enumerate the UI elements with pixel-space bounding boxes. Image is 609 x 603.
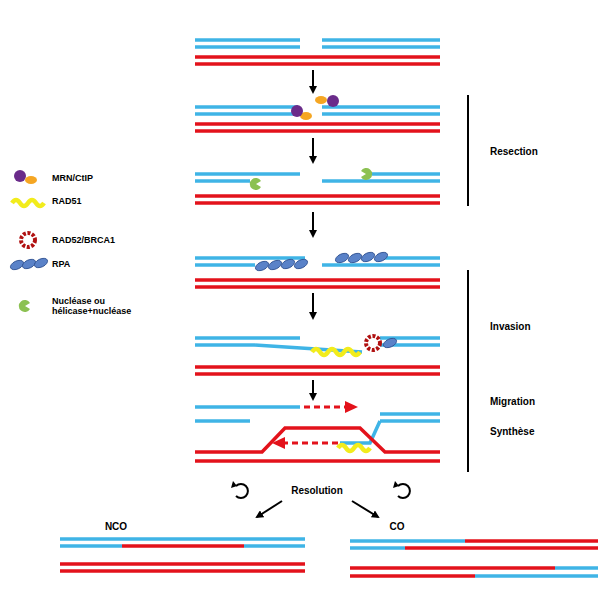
d-loop-synthesis [195, 407, 440, 461]
rad52-ring [366, 336, 380, 350]
phase-label: Resection [490, 146, 538, 158]
legend-text: RAD52/BRCA1 [52, 235, 115, 245]
legend-text: RPA [52, 259, 70, 269]
product-label: NCO [105, 521, 127, 533]
legend-symbols [9, 170, 49, 312]
rotation-symbols [231, 481, 410, 498]
product-label: CO [390, 521, 405, 533]
synthesis-arrows [272, 401, 358, 449]
rad51-filaments [312, 349, 370, 451]
phase-brackets [467, 95, 469, 472]
phase-label: Synthèse [490, 426, 534, 438]
nco-product [60, 539, 305, 571]
strand-invasion [195, 338, 440, 374]
legend-text: RAD51 [52, 196, 82, 206]
phase-label: Invasion [490, 321, 531, 333]
rpa-coated-dna [195, 258, 440, 287]
mrn-binding [195, 107, 440, 131]
step-arrows [257, 70, 378, 517]
co-product [350, 541, 598, 576]
mrn-complexes [291, 95, 339, 120]
rpa-proteins [254, 250, 398, 349]
nucleases [250, 168, 372, 190]
resected-dna [195, 174, 440, 203]
legend-text: MRN/CtIP [52, 173, 93, 183]
phase-label: Migration [490, 396, 535, 408]
legend-text: Nucléase ou hélicase+nucléase [52, 296, 136, 317]
step-label: Resolution [291, 485, 343, 497]
dna-break [195, 40, 440, 64]
